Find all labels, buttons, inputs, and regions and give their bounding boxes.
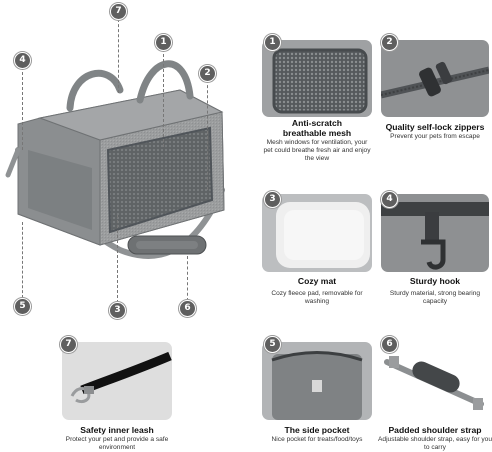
badge-3: 3 [109, 302, 126, 319]
pet-carrier-icon [5, 60, 225, 259]
feature-title-1b: breathable mesh [282, 128, 352, 138]
zipper-photo [381, 40, 489, 117]
mesh-photo [262, 40, 372, 117]
feature-title-2: Quality self-lock zippers [385, 122, 485, 132]
feature-desc-5: Nice pocket for treats/food/toys [271, 436, 363, 443]
feature-badge-6: 6 [381, 336, 398, 353]
hero-carrier [0, 0, 240, 320]
leader-line-5 [22, 222, 23, 298]
feature-desc-2: Prevent your pets from escape [390, 133, 480, 140]
side-pocket-icon [262, 342, 372, 420]
badge-1: 1 [155, 34, 172, 51]
feature-title-7: Safety inner leash [80, 425, 154, 435]
leader-line-1 [163, 49, 164, 147]
leash-photo [62, 342, 172, 420]
zipper-pull-icon [381, 40, 489, 117]
feature-title-6: Padded shoulder strap [388, 425, 482, 435]
badge-6: 6 [179, 300, 196, 317]
leader-line-7 [118, 19, 119, 93]
feature-badge-2: 2 [381, 34, 398, 51]
metal-hook-icon [381, 194, 489, 272]
strap-photo [381, 342, 489, 420]
feature-badge-5: 5 [264, 336, 281, 353]
feature-desc-4: Sturdy material, strong bearing capacity [389, 290, 481, 306]
badge-2: 2 [199, 65, 216, 82]
fleece-mat-icon [262, 194, 372, 272]
inner-leash-icon [62, 342, 172, 420]
hook-photo [381, 194, 489, 272]
feature-title-1: Anti-scratch [291, 118, 343, 128]
feature-desc-3: Cozy fleece pad, removable for washing [271, 290, 363, 306]
pocket-photo [262, 342, 372, 420]
leader-line-2 [207, 80, 208, 190]
mesh-fabric-icon [262, 40, 372, 117]
leader-line-4 [22, 62, 23, 150]
feature-title-3: Cozy mat [297, 276, 337, 286]
leader-line-6 [187, 256, 188, 301]
feature-title-5: The side pocket [284, 425, 350, 435]
feature-badge-1: 1 [264, 34, 281, 51]
badge-7: 7 [110, 3, 127, 20]
feature-desc-1: Mesh windows for ventilation, your pet c… [263, 139, 371, 163]
badge-4: 4 [14, 52, 31, 69]
shoulder-strap-icon [381, 342, 489, 420]
feature-badge-4: 4 [381, 191, 398, 208]
feature-title-4: Sturdy hook [409, 276, 461, 286]
feature-badge-3: 3 [264, 191, 281, 208]
feature-badge-7: 7 [60, 336, 77, 353]
feature-desc-7: Protect your pet and provide a safe envi… [65, 436, 169, 452]
badge-5: 5 [14, 298, 31, 315]
leader-line-3 [117, 215, 118, 303]
feature-desc-6: Adjustable shoulder strap, easy for you … [378, 436, 492, 452]
mat-photo [262, 194, 372, 272]
